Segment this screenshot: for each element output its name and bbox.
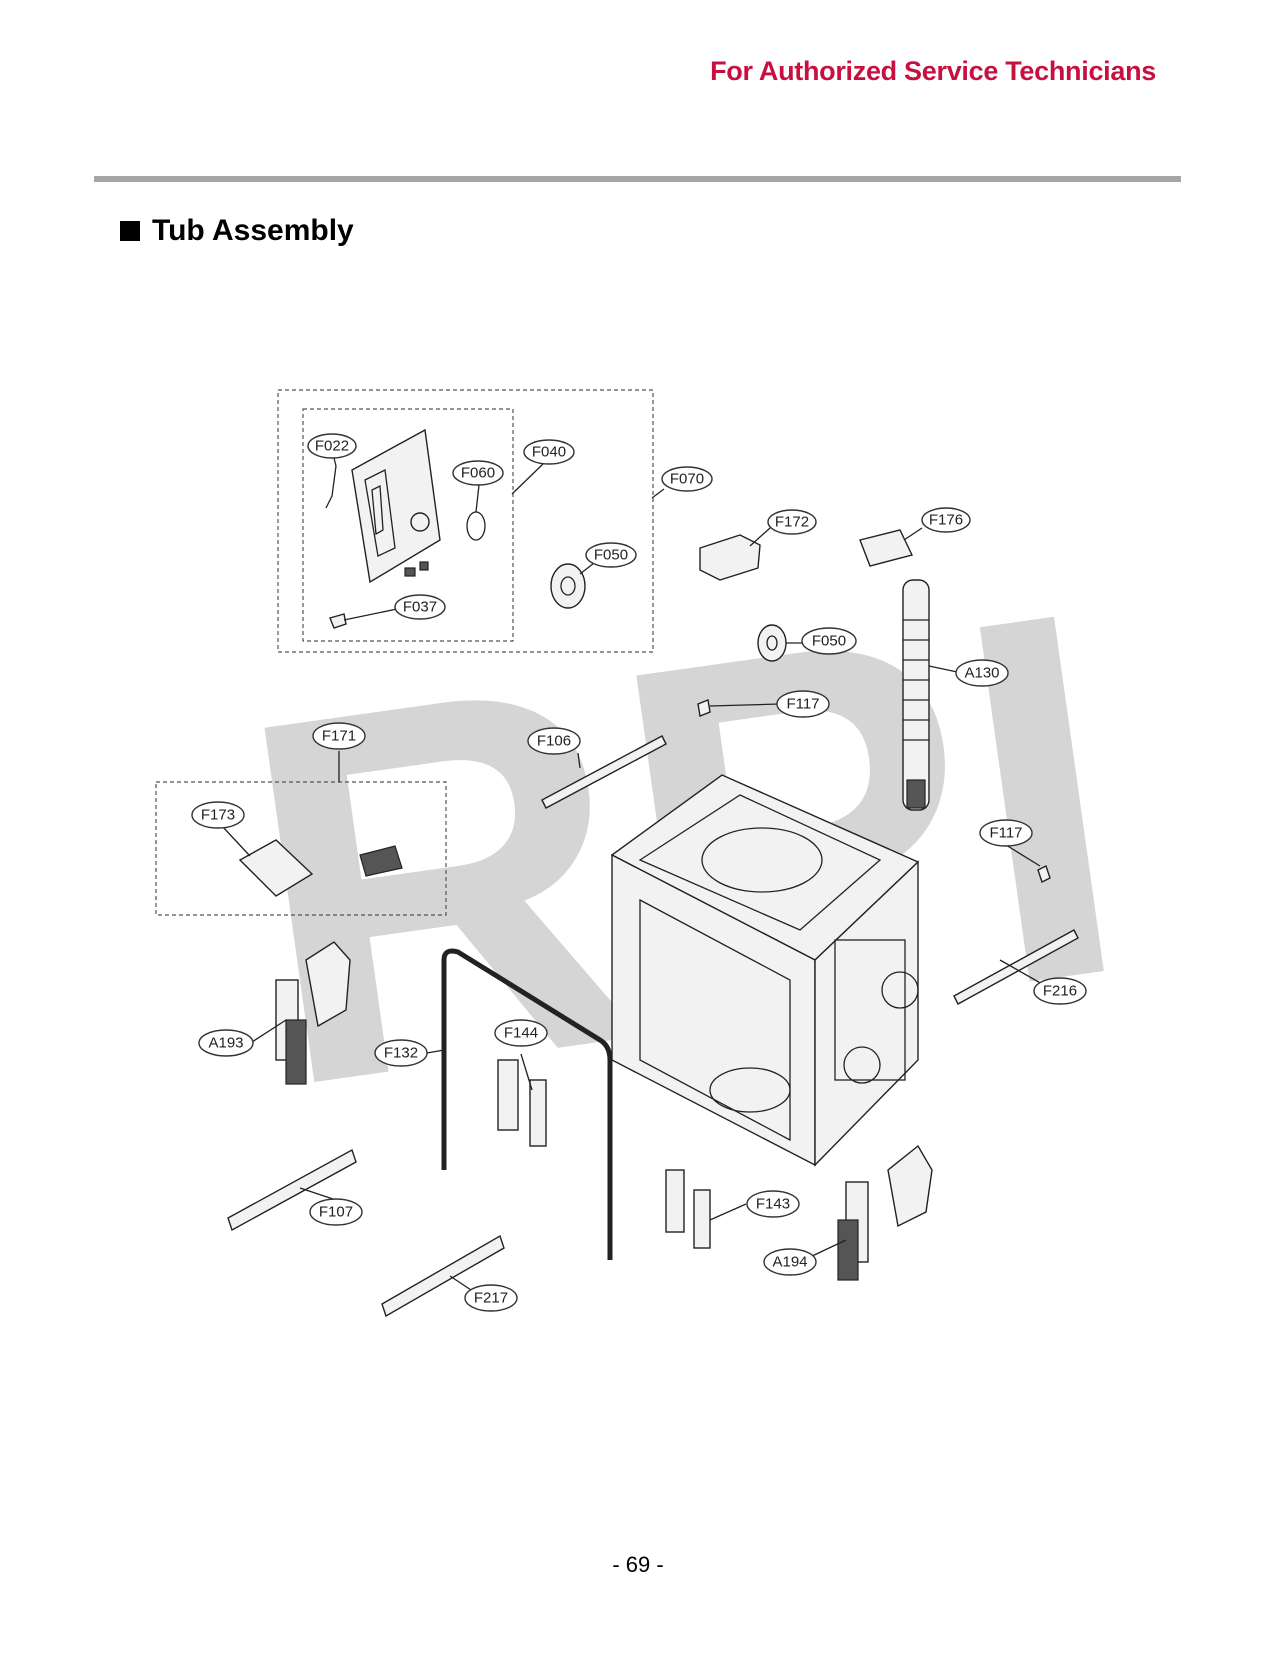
callout-label: F176 [929, 512, 963, 529]
callout-F171: F171 [312, 722, 366, 750]
callout-F022: F022 [307, 433, 357, 459]
callout-A130: A130 [955, 659, 1009, 687]
callout-F070: F070 [661, 466, 713, 492]
part-bracket [859, 529, 913, 567]
callout-F117a: F117 [776, 690, 830, 718]
callout-F144: F144 [494, 1019, 548, 1047]
callout-F117b: F117 [979, 819, 1033, 847]
part-rail-f216 [953, 929, 1079, 1005]
part-sheet [238, 839, 314, 897]
part-switch [359, 845, 403, 877]
callout-label: F173 [201, 807, 235, 824]
callout-label: F040 [532, 444, 566, 461]
callout-F060: F060 [452, 460, 504, 486]
callout-label: F144 [504, 1025, 538, 1042]
callout-A193: A193 [198, 1029, 254, 1057]
square-bullet-icon [120, 221, 140, 241]
part-rack-f107 [227, 1148, 357, 1232]
part-o-ring [466, 511, 486, 541]
callout-label: F216 [1043, 983, 1077, 1000]
part-pump [699, 534, 761, 581]
callout-label: F106 [537, 733, 571, 750]
kit-box-f040 [302, 408, 514, 642]
callout-F040: F040 [523, 439, 575, 465]
callout-F050b: F050 [801, 627, 857, 655]
callout-F173: F173 [191, 801, 245, 829]
part-cap-b [757, 624, 787, 662]
header-note: For Authorized Service Technicians [710, 56, 1156, 86]
callout-label: F132 [384, 1045, 418, 1062]
part-control-board [351, 428, 441, 584]
page-number: - 69 - [612, 1552, 664, 1577]
callout-F106: F106 [527, 727, 581, 755]
callout-F217: F217 [464, 1284, 518, 1312]
callout-label: F050 [594, 547, 628, 564]
callout-F143: F143 [746, 1190, 800, 1218]
part-hinge-f143 [665, 1169, 711, 1249]
callout-F172: F172 [767, 509, 817, 535]
callout-F176: F176 [921, 507, 971, 533]
callout-F050a: F050 [585, 542, 637, 568]
callout-F132: F132 [374, 1039, 428, 1067]
callout-label: F070 [670, 471, 704, 488]
part-hinge-a194 [837, 1144, 933, 1281]
callout-label: A193 [208, 1035, 243, 1052]
part-drain-hose [902, 579, 930, 811]
callout-F037: F037 [394, 594, 446, 620]
callout-label: F107 [319, 1204, 353, 1221]
callout-A194: A194 [763, 1248, 817, 1276]
callout-label: F171 [322, 728, 356, 745]
part-door-gasket [441, 948, 613, 1260]
callout-label: F217 [474, 1290, 508, 1307]
part-tub [610, 774, 920, 1167]
leader-lines [221, 457, 1045, 1297]
callout-label: F117 [989, 825, 1022, 842]
callout-F216: F216 [1033, 977, 1087, 1005]
callout-label: F143 [756, 1196, 790, 1213]
section-title: Tub Assembly [120, 214, 354, 248]
callout-label: A130 [964, 665, 999, 682]
callout-F107: F107 [309, 1198, 363, 1226]
part-connector [329, 613, 347, 629]
part-cap-a [550, 563, 586, 609]
part-clip-b [1037, 865, 1051, 883]
callout-label: F060 [461, 465, 495, 482]
header-rule [94, 176, 1181, 182]
callout-label: F050 [812, 633, 846, 650]
part-hinge-a193 [275, 941, 351, 1085]
kit-box-f171 [155, 781, 447, 916]
part-hinge-f144 [497, 1059, 547, 1147]
callout-label: A194 [772, 1254, 807, 1271]
part-clip-a [697, 699, 711, 717]
callout-label: F037 [403, 599, 437, 616]
part-wire [325, 465, 337, 509]
callout-label: F022 [315, 438, 349, 455]
callout-label: F117 [786, 696, 819, 713]
callout-label: F172 [775, 514, 809, 531]
part-rack-f217 [381, 1234, 505, 1318]
kit-box-f070 [277, 389, 654, 653]
section-title-text: Tub Assembly [152, 214, 354, 247]
part-rail-f106 [541, 735, 667, 809]
